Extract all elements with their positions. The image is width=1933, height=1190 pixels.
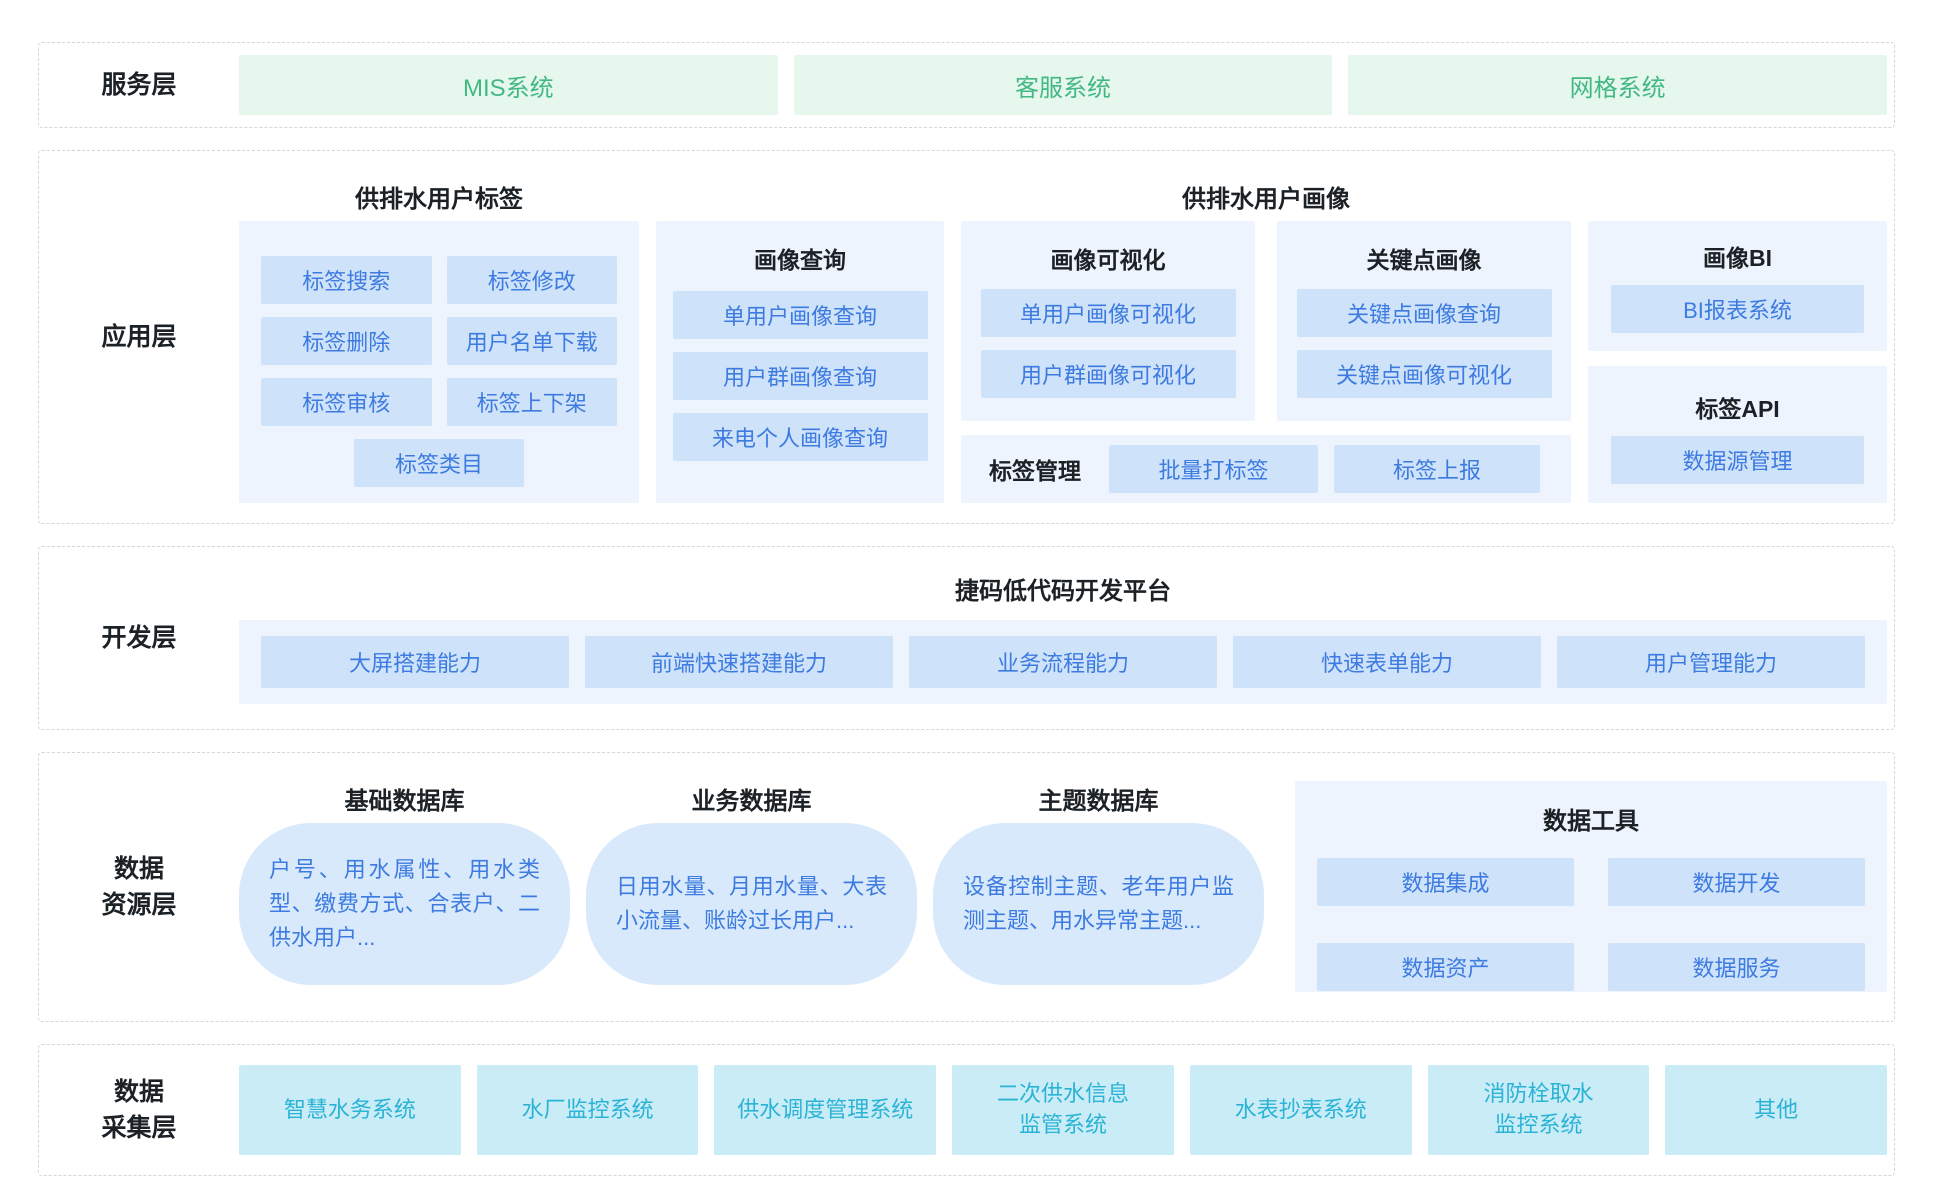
development-layer-section: 开发层 捷码低代码开发平台 大屏搭建能力 前端快速搭建能力 业务流程能力 快速表… (38, 546, 1895, 730)
tag-group-panel: 标签搜索 标签修改 标签删除 用户名单下载 标签审核 标签上下架 标签类目 (239, 221, 639, 503)
system-customer-service[interactable]: 客服系统 (793, 55, 1333, 115)
portrait-query-group: 画像查询 单用户画像查询 用户群画像查询 来电个人画像查询 (656, 179, 944, 523)
workflow-capability-button[interactable]: 业务流程能力 (909, 636, 1217, 688)
keypoint-portrait-title: 关键点画像 (1366, 247, 1482, 273)
fastform-capability-button[interactable]: 快速表单能力 (1233, 636, 1541, 688)
data-asset-button[interactable]: 数据资产 (1317, 943, 1574, 991)
single-user-portrait-visual-button[interactable]: 单用户画像可视化 (980, 289, 1236, 337)
system-grid[interactable]: 网格系统 (1348, 55, 1888, 115)
business-database-title: 业务数据库 (691, 788, 812, 815)
application-layer-section: 应用层 供排水用户标签 标签搜索 标签修改 标签删除 用户名单下载 标签审核 标… (38, 150, 1895, 524)
batch-tagging-button[interactable]: 批量打标签 (1109, 445, 1318, 493)
keypoint-portrait-visual-button[interactable]: 关键点画像可视化 (1296, 350, 1552, 398)
tag-api-title: 标签API (1695, 396, 1780, 422)
portrait-visualization-buttons: 单用户画像可视化 用户群画像可视化 (961, 289, 1255, 398)
data-tools-panel: 数据工具 数据集成 数据开发 数据资产 数据服务 (1295, 781, 1887, 992)
tag-report-button[interactable]: 标签上报 (1334, 445, 1540, 493)
bi-api-group: 画像BI BI报表系统 标签API 数据源管理 (1588, 179, 1887, 523)
data-tools-buttons: 数据集成 数据开发 数据资产 数据服务 (1317, 858, 1865, 991)
portrait-group-title: 供排水用户画像 (1182, 186, 1350, 213)
tag-manage-title: 标签管理 (989, 458, 1081, 484)
other-system[interactable]: 其他 (1665, 1065, 1888, 1155)
service-layer-section: 服务层 MIS系统 客服系统 网格系统 (38, 42, 1895, 128)
caller-personal-portrait-query-button[interactable]: 来电个人画像查询 (672, 413, 928, 461)
data-service-button[interactable]: 数据服务 (1608, 943, 1865, 991)
tag-category-row: 标签类目 (261, 439, 617, 487)
secondary-water-supervision-system[interactable]: 二次供水信息 监管系统 (952, 1065, 1174, 1155)
development-layer-label: 开发层 (101, 623, 177, 652)
application-layer-label: 应用层 (101, 322, 177, 351)
waterplant-monitor-system[interactable]: 水厂监控系统 (476, 1065, 699, 1155)
topic-database-group: 主题数据库 设备控制主题、老年用户监测主题、用水异常主题... (933, 781, 1264, 1021)
tag-api-panel: 标签API 数据源管理 (1588, 366, 1887, 503)
portrait-bi-panel: 画像BI BI报表系统 (1588, 221, 1887, 351)
basic-database-blob: 户号、用水属性、用水类型、缴费方式、合表户、二供水用户... (239, 823, 570, 985)
service-layer-label: 服务层 (101, 70, 177, 99)
basic-database-group: 基础数据库 户号、用水属性、用水类型、缴费方式、合表户、二供水用户... (239, 781, 570, 1021)
portrait-query-buttons: 单用户画像查询 用户群画像查询 来电个人画像查询 (656, 291, 944, 461)
business-database-group: 业务数据库 日用水量、月用水量、大表小流量、账龄过长用户... (586, 781, 917, 1021)
datasource-manage-button[interactable]: 数据源管理 (1611, 436, 1864, 484)
data-collection-layer-section: 数据 采集层 智慧水务系统 水厂监控系统 供水调度管理系统 二次供水信息 监管系… (38, 1044, 1895, 1176)
tag-search-button[interactable]: 标签搜索 (261, 256, 432, 304)
tag-modify-button[interactable]: 标签修改 (446, 256, 617, 304)
data-tools-title: 数据工具 (1543, 808, 1639, 835)
user-list-download-button[interactable]: 用户名单下载 (446, 317, 617, 365)
smart-water-system[interactable]: 智慧水务系统 (239, 1065, 461, 1155)
hydrant-monitor-system[interactable]: 消防栓取水 监控系统 (1427, 1065, 1650, 1155)
tag-group-title: 供排水用户标签 (355, 186, 523, 213)
portrait-query-panel: 画像查询 单用户画像查询 用户群画像查询 来电个人画像查询 (656, 221, 944, 503)
topic-database-blob: 设备控制主题、老年用户监测主题、用水异常主题... (933, 823, 1264, 985)
data-development-button[interactable]: 数据开发 (1608, 858, 1865, 906)
business-database-blob: 日用水量、月用水量、大表小流量、账龄过长用户... (586, 823, 917, 985)
lowcode-platform-panel: 大屏搭建能力 前端快速搭建能力 业务流程能力 快速表单能力 用户管理能力 (239, 620, 1887, 704)
data-collection-layer-content: 智慧水务系统 水厂监控系统 供水调度管理系统 二次供水信息 监管系统 水表抄表系… (239, 1045, 1894, 1175)
tag-delete-button[interactable]: 标签删除 (261, 317, 432, 365)
portrait-bi-title: 画像BI (1703, 245, 1772, 271)
topic-database-title: 主题数据库 (1038, 788, 1159, 815)
usermanage-capability-button[interactable]: 用户管理能力 (1557, 636, 1865, 688)
water-dispatch-system[interactable]: 供水调度管理系统 (714, 1065, 937, 1155)
tag-manage-bar: 标签管理 批量打标签 标签上报 (961, 435, 1571, 503)
user-group-portrait-query-button[interactable]: 用户群画像查询 (672, 352, 928, 400)
portrait-subpanels: 画像可视化 单用户画像可视化 用户群画像可视化 关键点画像 关键点画像查询 关键… (961, 221, 1571, 421)
lowcode-platform-title: 捷码低代码开发平台 (955, 578, 1171, 605)
tag-group: 供排水用户标签 标签搜索 标签修改 标签删除 用户名单下载 标签审核 标签上下架… (239, 179, 639, 523)
data-resource-layer-content: 基础数据库 户号、用水属性、用水类型、缴费方式、合表户、二供水用户... 业务数… (239, 753, 1894, 1021)
data-collection-layer-label: 数据 采集层 (101, 1077, 177, 1142)
bi-title-spacer (1588, 179, 1887, 209)
portrait-query-title-spacer (656, 179, 944, 209)
portrait-query-title: 画像查询 (754, 247, 846, 273)
bigscreen-capability-button[interactable]: 大屏搭建能力 (261, 636, 569, 688)
system-mis[interactable]: MIS系统 (239, 55, 778, 115)
application-layer-content: 供排水用户标签 标签搜索 标签修改 标签删除 用户名单下载 标签审核 标签上下架… (239, 151, 1894, 523)
portrait-visualization-title: 画像可视化 (1050, 247, 1166, 273)
frontend-capability-button[interactable]: 前端快速搭建能力 (585, 636, 893, 688)
tag-review-button[interactable]: 标签审核 (261, 378, 432, 426)
portrait-visualization-panel: 画像可视化 单用户画像可视化 用户群画像可视化 (961, 221, 1255, 421)
basic-database-title: 基础数据库 (344, 788, 465, 815)
tag-category-button[interactable]: 标签类目 (354, 439, 524, 487)
data-resource-layer-section: 数据 资源层 基础数据库 户号、用水属性、用水类型、缴费方式、合表户、二供水用户… (38, 752, 1895, 1022)
keypoint-portrait-panel: 关键点画像 关键点画像查询 关键点画像可视化 (1277, 221, 1571, 421)
data-integration-button[interactable]: 数据集成 (1317, 858, 1574, 906)
bi-report-system-button[interactable]: BI报表系统 (1611, 285, 1864, 333)
keypoint-portrait-buttons: 关键点画像查询 关键点画像可视化 (1277, 289, 1571, 398)
data-resource-layer-label: 数据 资源层 (101, 854, 177, 919)
meter-reading-system[interactable]: 水表抄表系统 (1189, 1065, 1412, 1155)
user-group-portrait-visual-button[interactable]: 用户群画像可视化 (980, 350, 1236, 398)
portrait-group: 供排水用户画像 画像可视化 单用户画像可视化 用户群画像可视化 关键点画像 关键… (961, 179, 1571, 523)
keypoint-portrait-query-button[interactable]: 关键点画像查询 (1296, 289, 1552, 337)
architecture-diagram: 服务层 MIS系统 客服系统 网格系统 应用层 供排水用户标签 标签搜索 标签修… (38, 42, 1895, 1176)
development-layer-content: 捷码低代码开发平台 大屏搭建能力 前端快速搭建能力 业务流程能力 快速表单能力 … (239, 547, 1894, 729)
data-tools-group: 数据工具 数据集成 数据开发 数据资产 数据服务 (1295, 781, 1887, 1021)
tag-onoff-shelf-button[interactable]: 标签上下架 (446, 378, 617, 426)
single-user-portrait-query-button[interactable]: 单用户画像查询 (672, 291, 928, 339)
service-layer-content: MIS系统 客服系统 网格系统 (239, 43, 1894, 127)
